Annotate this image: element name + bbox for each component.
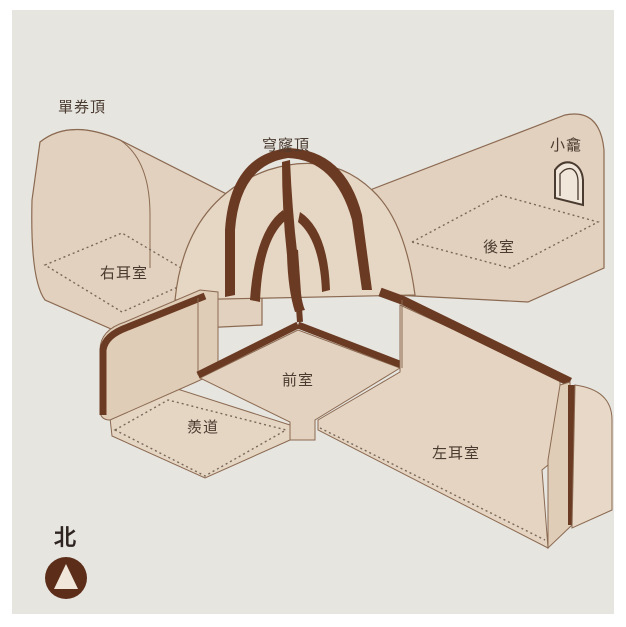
small-niche bbox=[554, 161, 584, 207]
label-single-barrel-vault: 單券頂 bbox=[58, 98, 106, 116]
label-tomb-passage: 羨道 bbox=[187, 418, 219, 436]
north-arrow-icon bbox=[54, 564, 78, 589]
label-front-chamber: 前室 bbox=[282, 371, 314, 389]
label-left-ear-chamber: 左耳室 bbox=[432, 444, 480, 462]
front-chamber bbox=[196, 249, 404, 441]
label-back-chamber: 後室 bbox=[483, 238, 515, 256]
left-ear-chamber-arm bbox=[317, 287, 613, 550]
back-chamber-vault bbox=[369, 113, 605, 303]
label-small-niche: 小龕 bbox=[550, 136, 582, 154]
back-chamber-floor-dotted bbox=[410, 194, 600, 269]
north-compass: 北 bbox=[45, 526, 87, 599]
cross-vault-dome bbox=[174, 148, 416, 312]
passage-floor-dotted bbox=[113, 399, 288, 477]
label-right-ear-chamber: 右耳室 bbox=[100, 264, 148, 282]
label-cross-vault: 穹窿頂 bbox=[262, 136, 310, 154]
north-label: 北 bbox=[54, 526, 76, 551]
